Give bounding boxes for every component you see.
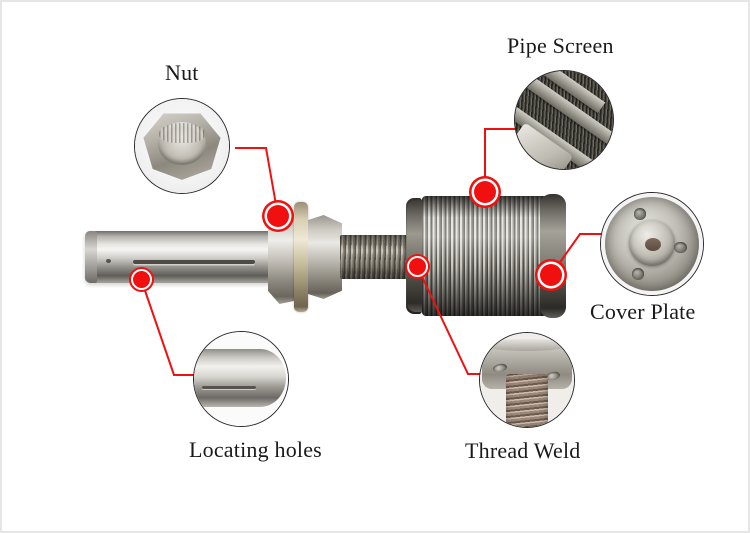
marker-pipe-screen [474, 181, 496, 203]
bolt-hole [631, 268, 644, 280]
detail-bubble-pipe-screen [514, 70, 614, 170]
hex-nut [308, 215, 342, 299]
label-cover-plate: Cover Plate [590, 299, 696, 324]
locating-slot-detail [201, 385, 257, 390]
detail-bubble-thread-weld [479, 332, 575, 428]
bolt-hole [633, 208, 646, 220]
marker-thread-weld [408, 257, 426, 275]
cover-plate-center [644, 237, 662, 252]
label-pipe-screen: Pipe Screen [507, 33, 614, 58]
marker-locating-holes [132, 270, 150, 288]
bolt-hole [674, 241, 687, 254]
brass-washer [294, 202, 308, 312]
locating-slot [133, 260, 255, 264]
nut-internal-threads [159, 122, 205, 144]
stem-tube-end [85, 231, 97, 283]
detail-bubble-locating-holes [193, 331, 289, 427]
welded-thread [506, 374, 548, 427]
screen-end-cap-right [540, 194, 566, 318]
stem-tube [85, 231, 285, 283]
nut-bore [157, 121, 207, 165]
threaded-rod [340, 235, 418, 279]
tube-surface [194, 348, 287, 408]
label-nut: Nut [165, 60, 199, 85]
flange-rim [483, 338, 571, 351]
marker-nut [267, 205, 289, 227]
detail-bubble-nut [134, 98, 230, 194]
label-locating-holes: Locating holes [189, 437, 322, 462]
marker-cover-plate [540, 264, 562, 286]
screen-drum-shading [422, 196, 550, 316]
detail-bubble-cover-plate [600, 192, 704, 296]
label-thread-weld: Thread Weld [465, 438, 581, 463]
locating-hole [106, 259, 111, 263]
